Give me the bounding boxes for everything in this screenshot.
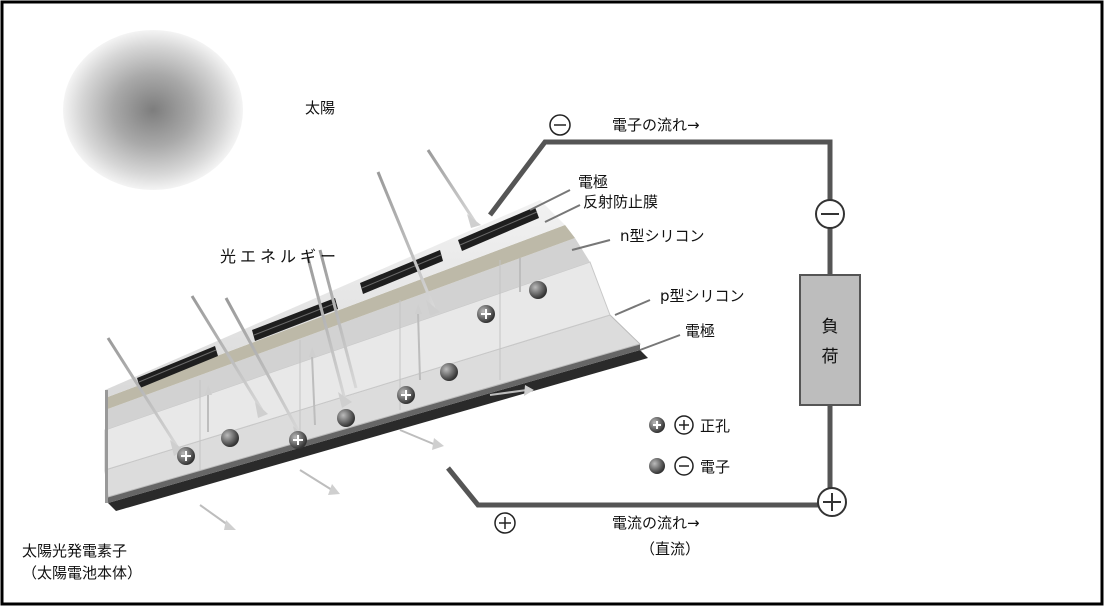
electron-particle <box>440 363 458 381</box>
electrons <box>221 281 547 447</box>
electron-particle <box>337 409 355 427</box>
n-silicon-layer <box>105 238 590 430</box>
circuit-wire <box>446 139 833 508</box>
light-arrow <box>426 149 477 223</box>
electron-particle <box>529 281 547 299</box>
electron-particle <box>221 429 239 447</box>
light-rays <box>106 149 477 449</box>
current-flow-label: 電流の流れ→ <box>612 514 700 532</box>
cell-name-label-2: （太陽電池本体） <box>22 564 142 582</box>
light-arrow <box>376 171 436 309</box>
carrier-arrows <box>199 258 528 526</box>
p-silicon-label: p型シリコン <box>660 287 745 305</box>
load-box <box>799 274 861 406</box>
legend-electron-label: 電子 <box>700 458 730 476</box>
antireflection-label: 反射防止膜 <box>583 193 658 211</box>
antireflection-layer <box>105 225 575 410</box>
sun-label: 太陽 <box>305 99 335 117</box>
bottom-electrode-layer <box>108 350 648 511</box>
direct-current-label: （直流） <box>640 540 700 558</box>
leader-lines <box>529 189 681 351</box>
electrode-bottom-label: 電極 <box>685 322 715 340</box>
load-label-2: 荷 <box>822 347 839 367</box>
light-arrow <box>106 337 180 449</box>
light-arrow <box>190 295 264 411</box>
electron-flow-label: 電子の流れ→ <box>612 116 700 134</box>
electrode-top-label: 電極 <box>578 173 608 191</box>
holes <box>177 305 495 465</box>
light-arrow <box>318 249 358 389</box>
light-arrow <box>306 257 347 401</box>
legend: 正孔 電子 <box>649 415 730 476</box>
legend-hole-label: 正孔 <box>700 417 730 435</box>
top-electrode-strip <box>137 346 218 388</box>
sun-icon <box>63 30 243 190</box>
light-energy-label: 光エネルギー <box>220 247 340 266</box>
legend-electron-ball-icon <box>649 458 665 474</box>
load-label-1: 負 <box>822 317 839 337</box>
n-silicon-label: n型シリコン <box>620 227 705 245</box>
light-arrow <box>224 297 302 435</box>
cell-name-label-1: 太陽光発電素子 <box>22 542 127 560</box>
